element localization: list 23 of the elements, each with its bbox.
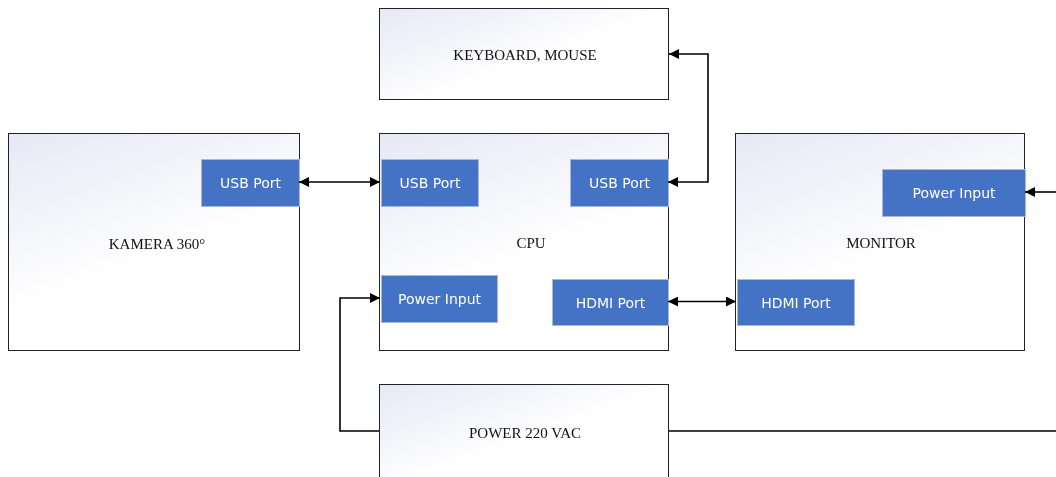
port-box: USB Port <box>381 159 479 207</box>
component-box <box>735 133 1025 351</box>
component-label: CPU <box>516 234 546 252</box>
port-box: Power Input <box>882 169 1026 217</box>
component-box <box>8 133 300 351</box>
arrow <box>667 49 709 187</box>
component-label: MONITOR <box>846 234 916 252</box>
port-box: HDMI Port <box>552 279 669 326</box>
arrow <box>339 293 381 432</box>
component-box <box>379 8 669 100</box>
component-box <box>379 384 669 477</box>
component-label: POWER 220 VAC <box>469 424 581 442</box>
port-box: HDMI Port <box>737 279 855 326</box>
port-box: USB Port <box>201 159 300 207</box>
port-box: Power Input <box>381 275 498 323</box>
arrow <box>1024 187 1056 197</box>
component-label: KEYBOARD, MOUSE <box>453 46 597 64</box>
component-box <box>379 133 669 351</box>
component-label: KAMERA 360° <box>108 235 206 253</box>
connector-line <box>668 430 1056 432</box>
arrow <box>298 177 381 187</box>
arrow <box>667 296 737 307</box>
port-box: USB Port <box>570 159 669 207</box>
